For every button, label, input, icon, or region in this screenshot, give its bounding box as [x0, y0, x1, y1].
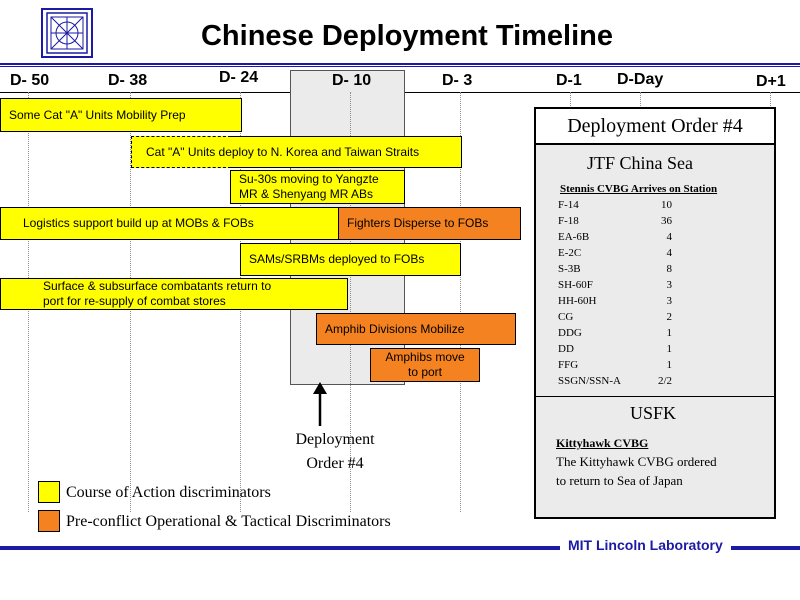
- bar-surface-combatants: Surface & subsurface combatants return t…: [0, 278, 348, 310]
- bar-label: Surface & subsurface combatants return t…: [43, 279, 272, 293]
- footer-label: MIT Lincoln Laboratory: [560, 537, 731, 553]
- bar-sams-srbms: SAMs/SRBMs deployed to FOBs: [240, 243, 461, 276]
- up-arrow-icon: [312, 380, 328, 426]
- page-title: Chinese Deployment Timeline: [200, 20, 614, 52]
- legend-label: Pre-conflict Operational & Tactical Disc…: [66, 513, 391, 530]
- ob-unit-count: 3: [666, 279, 673, 291]
- bar-label: Logistics support build up at MOBs & FOB…: [23, 216, 254, 230]
- deployment-order-panel: [534, 107, 776, 519]
- marker-label-line: Deployment: [295, 431, 375, 448]
- ob-unit-count: 36: [661, 215, 672, 227]
- timeline-label: D-Day: [617, 71, 664, 88]
- bar-label: Amphibs move: [385, 350, 465, 364]
- legend-swatch-yellow: [38, 481, 60, 503]
- ob-unit-count: 2: [666, 311, 673, 323]
- ob-unit-name: DDG: [558, 327, 582, 339]
- bar-label: Su-30s moving to Yangzte: [239, 172, 379, 186]
- ob-unit-count: 1: [666, 359, 673, 371]
- bar-label: Amphib Divisions Mobilize: [325, 321, 465, 336]
- timeline-label: D- 50: [10, 72, 50, 89]
- ob-unit-count: 10: [661, 199, 672, 211]
- kittyhawk-line: The Kittyhawk CVBG ordered: [556, 454, 717, 469]
- ob-unit-count: 1: [666, 327, 673, 339]
- ob-unit-count: 4: [666, 231, 673, 243]
- timeline-label: D+1: [756, 73, 786, 90]
- timeline-label: D-1: [556, 72, 582, 89]
- bar-label: to port: [407, 365, 443, 379]
- section-title-jtf: JTF China Sea: [587, 153, 693, 173]
- ob-unit-name: DD: [558, 343, 574, 355]
- legend-swatch-orange: [38, 510, 60, 532]
- legend-label: Course of Action discriminators: [66, 484, 271, 501]
- ob-unit-count: 2/2: [657, 375, 672, 387]
- bar-cat-a-mobility-prep: Some Cat "A" Units Mobility Prep: [0, 98, 242, 132]
- gridline: [350, 92, 351, 512]
- header-rule-thin: [0, 66, 800, 67]
- footer-rule: [0, 546, 800, 550]
- panel-title: Deployment Order #4: [534, 107, 776, 145]
- ob-unit-name: S-3B: [558, 263, 581, 275]
- bar-label: Cat "A" Units deploy to N. Korea and Tai…: [146, 145, 420, 159]
- section-title-usfk: USFK: [629, 403, 677, 423]
- timeline-label: D- 24: [219, 69, 259, 86]
- bar-label: port for re-supply of combat stores: [43, 294, 226, 308]
- gridline: [460, 92, 461, 512]
- timeline-label: D- 3: [442, 72, 473, 89]
- bar-label: SAMs/SRBMs deployed to FOBs: [249, 252, 425, 266]
- panel-divider: [536, 396, 774, 397]
- marker-label-line: Order #4: [306, 455, 364, 472]
- ob-unit-name: HH-60H: [558, 295, 597, 307]
- ob-unit-count: 3: [666, 295, 673, 307]
- ob-unit-name: FFG: [558, 359, 579, 371]
- ob-unit-name: F-18: [558, 215, 579, 227]
- ob-unit-count: 1: [666, 343, 673, 355]
- stennis-group-header: Stennis CVBG Arrives on Station: [560, 183, 718, 195]
- bar-amphibs-move: Amphibs move to port: [370, 348, 480, 382]
- bar-logistics: Logistics support build up at MOBs & FOB…: [0, 207, 344, 240]
- bar-label: MR & Shenyang MR ABs: [239, 187, 374, 201]
- ob-unit-name: EA-6B: [558, 231, 590, 243]
- bar-fighters-disperse: Fighters Disperse to FOBs: [338, 207, 521, 240]
- mit-ll-logo: [41, 8, 93, 58]
- ob-unit-name: F-14: [558, 199, 579, 211]
- ob-unit-name: CG: [558, 311, 574, 323]
- ob-unit-name: SH-60F: [558, 279, 593, 291]
- bar-cat-a-deploy: [230, 136, 462, 168]
- ob-unit-count: 8: [666, 263, 673, 275]
- deployment-order-marker: Deployment Order #4: [270, 428, 400, 476]
- ob-unit-count: 4: [666, 247, 673, 259]
- bar-label: Fighters Disperse to FOBs: [347, 216, 489, 230]
- kittyhawk-text: The Kittyhawk CVBG ordered to return to …: [556, 452, 717, 490]
- timeline-label: D- 10: [332, 72, 372, 89]
- timeline-label: D- 38: [108, 72, 148, 89]
- bar-su30-moving: Su-30s moving to Yangzte MR & Shenyang M…: [230, 170, 405, 204]
- kittyhawk-line: to return to Sea of Japan: [556, 473, 683, 488]
- ob-unit-name: SSGN/SSN-A: [558, 375, 621, 387]
- bar-amphib-divisions: Amphib Divisions Mobilize: [316, 313, 516, 345]
- ob-unit-name: E-2C: [558, 247, 582, 259]
- header-rule-top: [0, 63, 800, 65]
- kittyhawk-header: Kittyhawk CVBG: [556, 436, 649, 450]
- bar-label: Some Cat "A" Units Mobility Prep: [9, 107, 186, 122]
